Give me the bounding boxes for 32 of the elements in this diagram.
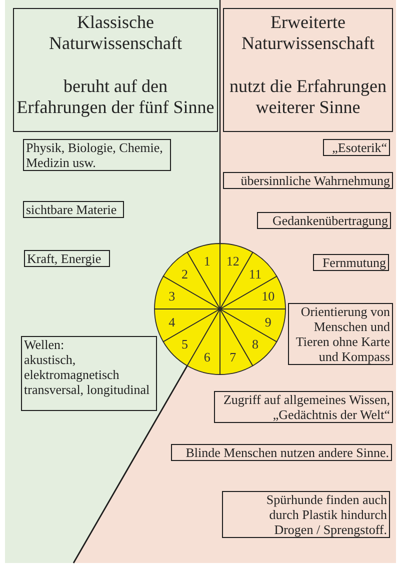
topic-box — [21, 336, 157, 411]
topic-title: Wellen: — [24, 337, 66, 352]
topic-text: akustisch, elektromagnetisch transversal, longitudinal — [24, 352, 151, 397]
topic-box: Fernmutung — [313, 254, 389, 271]
sector-number: 8 — [252, 338, 258, 351]
sector-number: 2 — [182, 267, 188, 280]
heading-title: Klassische Naturwissenschaft — [48, 12, 183, 54]
sector-number: 10 — [262, 290, 275, 303]
sector-number: 6 — [204, 350, 210, 364]
topic-box: „Esoterik“ — [323, 139, 390, 156]
topic-box: Zugriff auf allgemeines Wissen, „Gedächtnis der Welt“ — [214, 391, 393, 423]
topic-box: sichtbare Materie — [23, 201, 124, 218]
topic-box: übersinnliche Wahrnehmung — [223, 172, 393, 189]
topic-box: Gedankenübertragung — [257, 212, 391, 229]
topic-box: Physik, Biologie, Chemie, Medizin usw. — [23, 139, 171, 171]
sector-number: 1 — [204, 254, 210, 268]
topic-box: Blinde Menschen nutzen andere Sinne. — [171, 444, 392, 461]
sector-number: 11 — [248, 267, 262, 280]
sector-number: 3 — [168, 290, 176, 303]
topic-box: Spürhunde finden auch durch Plastik hindurch Drogen / Sprengstoff. — [222, 491, 390, 538]
sector-number: 12 — [226, 254, 240, 268]
sector-number: 9 — [264, 315, 272, 328]
heading-box — [223, 8, 393, 132]
sector-number: 7 — [230, 350, 236, 364]
heading-text: beruht auf den Erfahrungen der fünf Sinne — [16, 76, 215, 118]
heading-title: Erweiterte Naturwissenschaft — [240, 12, 376, 54]
heading-box — [13, 8, 218, 132]
topic-box: Kraft, Energie — [24, 250, 110, 267]
topic-box: Orientierung von Menschen und Tieren ohne Karte und Kompass — [288, 303, 393, 365]
sector-number: 4 — [168, 315, 176, 328]
heading-text: nutzt die Erfahrungen weiterer Sinne — [228, 76, 388, 118]
sector-number: 5 — [182, 338, 188, 351]
